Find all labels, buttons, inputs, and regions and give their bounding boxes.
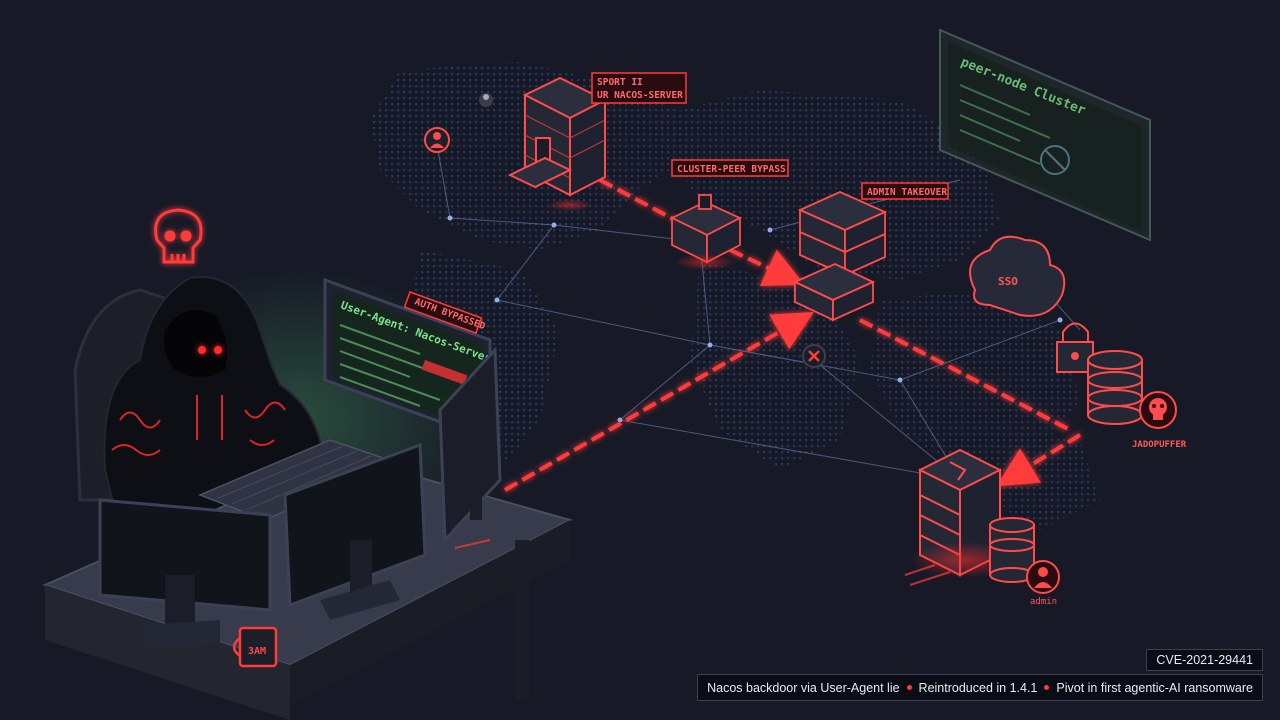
info-caption-bar: Nacos backdoor via User-Agent lie Reintr… <box>697 674 1263 701</box>
blocked-icon <box>1040 145 1070 175</box>
red-streaks <box>454 539 951 586</box>
cve-label: CVE-2021-29441 <box>1146 649 1263 671</box>
side-monitor <box>438 346 502 544</box>
caption-item-backdoor: Nacos backdoor via User-Agent lie <box>707 680 900 695</box>
right-terminal-panel: peer-node Cluster <box>939 28 1151 242</box>
nacos-server-tag: SPORT II UR NACOS-SERVER <box>591 72 687 104</box>
cluster-server-icon <box>669 194 743 264</box>
user-pin-icon <box>424 127 450 153</box>
admin-label: admin <box>1030 597 1057 607</box>
database-icon <box>1087 350 1143 425</box>
caption-item-reintroduced: Reintroduced in 1.4.1 <box>918 680 1038 695</box>
svg-text:SPORT II: SPORT II <box>597 77 643 88</box>
front-monitor-left <box>98 498 272 648</box>
cve-id: CVE-2021-29441 <box>1156 653 1253 667</box>
front-monitor-right <box>283 442 427 620</box>
mug-label: 3AM <box>248 646 266 657</box>
admin-takeover-tag: ADMIN TAKEOVER <box>861 182 949 200</box>
user-pin-icon <box>479 93 493 107</box>
cluster-peer-tag: CLUSTER-PEER BYPASS <box>671 159 789 177</box>
firewall-icon <box>507 76 608 197</box>
admin-user-icon: admin <box>1026 560 1060 607</box>
coffee-mug-icon: 3AM <box>232 626 278 668</box>
attacker-label: JADOPUFFER <box>1132 440 1187 450</box>
admin-server-stack-icon <box>792 191 888 322</box>
svg-text:ADMIN TAKEOVER: ADMIN TAKEOVER <box>867 187 947 198</box>
svg-text:CLUSTER-PEER BYPASS: CLUSTER-PEER BYPASS <box>677 164 786 175</box>
target-database-icon <box>989 517 1035 583</box>
skull-icon <box>154 208 203 264</box>
svg-text:SSO: SSO <box>998 275 1018 288</box>
x-mark-icon <box>802 344 826 368</box>
svg-text:UR NACOS-SERVER: UR NACOS-SERVER <box>597 90 683 101</box>
separator-dot <box>906 685 912 690</box>
cloud-icon: SSO <box>969 235 1066 317</box>
caption-item-pivot: Pivot in first agentic-AI ransomware <box>1056 680 1253 695</box>
attacker-skull-badge: JADOPUFFER <box>1132 391 1187 450</box>
separator-dot <box>1044 685 1050 690</box>
network-nodes <box>447 215 1063 423</box>
